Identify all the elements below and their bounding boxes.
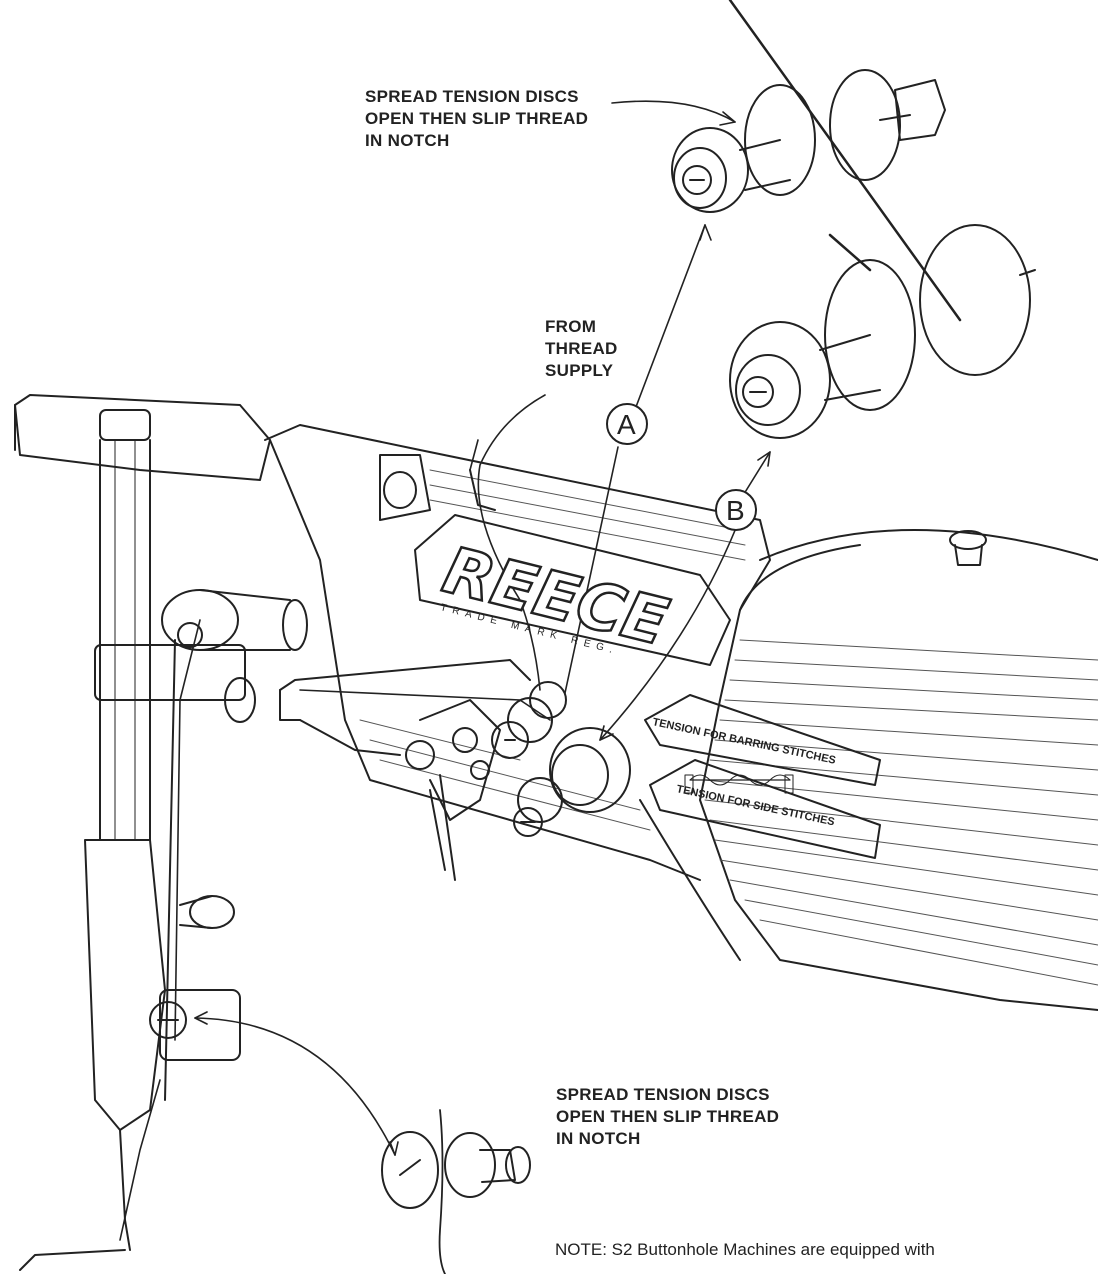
callout-thread-supply: FROM THREAD SUPPLY xyxy=(545,317,618,380)
plate-barring-text: TENSION FOR BARRING STITCHES xyxy=(651,716,836,767)
callout-arrows xyxy=(194,100,771,1156)
nameplate xyxy=(414,514,731,666)
thread-path xyxy=(119,394,551,1241)
middle-tension-detail xyxy=(729,224,1036,439)
machine-tension-assemblies xyxy=(279,454,631,881)
callout-bottom-tension: SPREAD TENSION DISCS OPEN THEN SLIP THRE… xyxy=(556,1085,780,1148)
upper-thread xyxy=(728,0,962,322)
marker-a: A xyxy=(606,403,648,445)
note-text: NOTE: S2 Buttonhole Machines are equippe… xyxy=(555,1240,935,1259)
machine-head xyxy=(264,424,1098,1011)
plate-side-text: TENSION FOR SIDE STITCHES xyxy=(675,783,835,828)
upper-tension-detail xyxy=(671,0,962,322)
marker-b: B xyxy=(715,489,757,531)
lower-tension-detail xyxy=(381,1109,531,1274)
marker-a-label: A xyxy=(617,409,636,440)
marker-b-label: B xyxy=(726,495,745,526)
tension-plates xyxy=(644,694,881,859)
callout-top-tension: SPREAD TENSION DISCS OPEN THEN SLIP THRE… xyxy=(365,87,589,150)
needle-bar-assembly xyxy=(14,394,308,1271)
